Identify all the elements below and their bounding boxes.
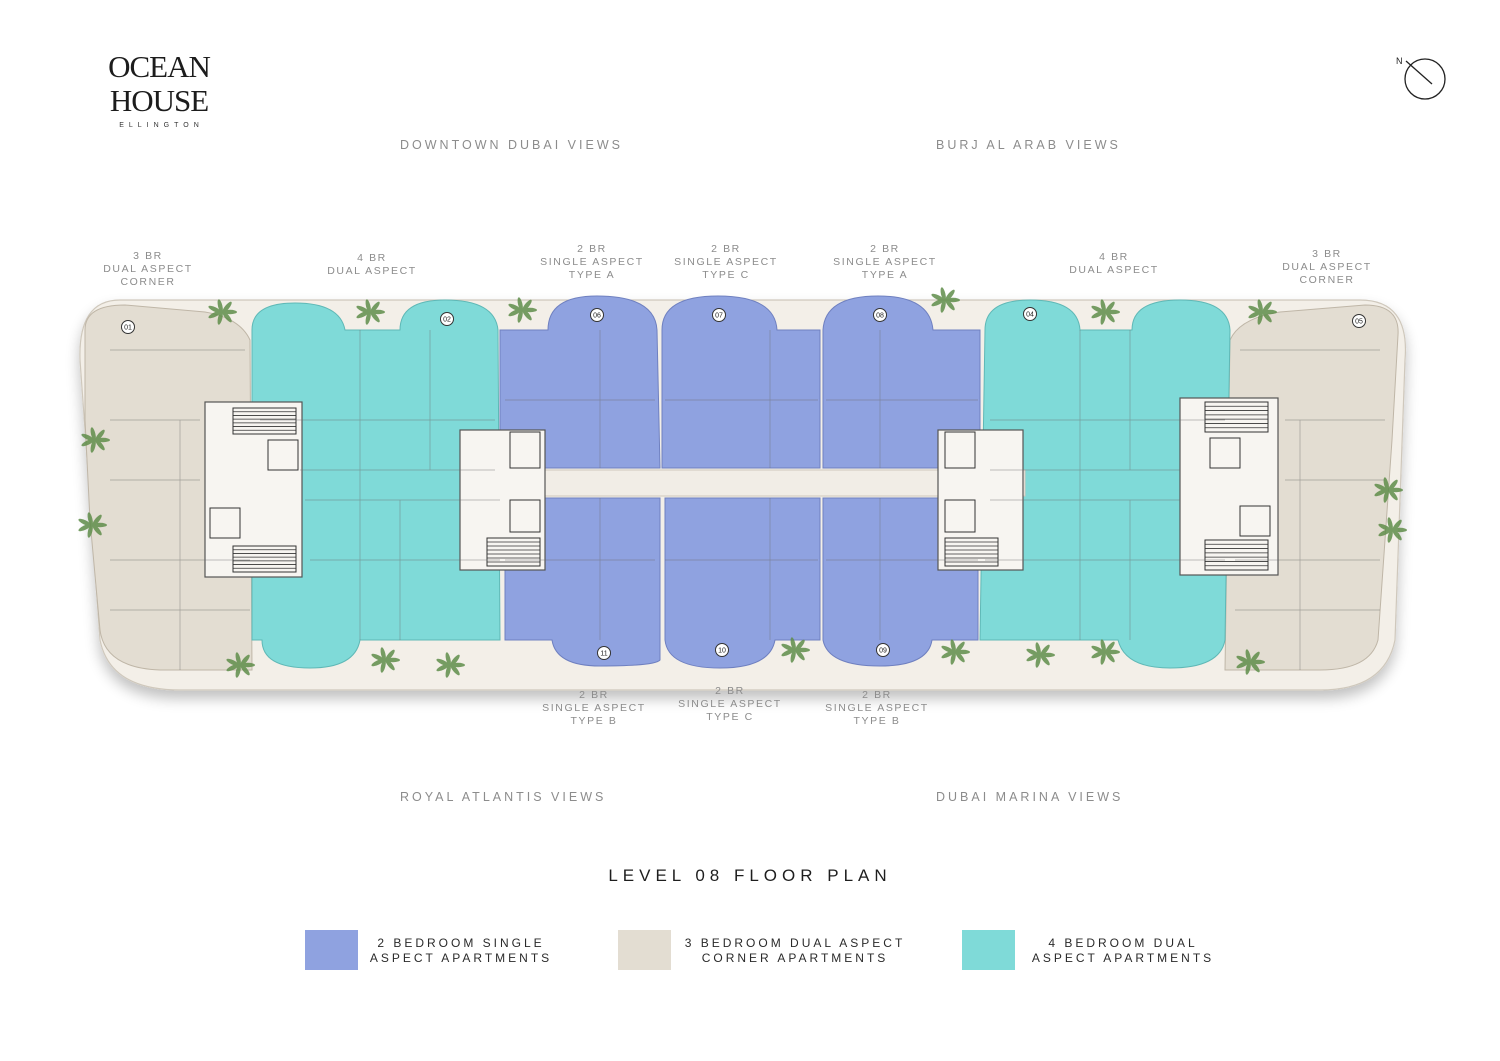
unit-number-05: 05 xyxy=(1355,319,1363,326)
plant-cluster xyxy=(208,299,237,325)
view-label-downtown: DOWNTOWN DUBAI VIEWS xyxy=(400,138,623,152)
plant-cluster xyxy=(1236,649,1265,675)
plant-cluster xyxy=(781,637,810,663)
stair-treads xyxy=(233,405,1268,569)
floor-plan: 01 02 06 07 08 04 05 11 10 09 xyxy=(78,287,1407,691)
unit-marker-02: 02 xyxy=(440,312,454,326)
plant-cluster xyxy=(1026,642,1055,668)
unit-marker-05: 05 xyxy=(1352,314,1366,328)
plant-cluster xyxy=(1248,299,1277,325)
floor-plan-title: LEVEL 08 FLOOR PLAN xyxy=(608,866,892,885)
unit-label-09: 2 BR SINGLE ASPECT TYPE B xyxy=(825,689,929,727)
lift-shafts xyxy=(209,431,1271,539)
view-label-burj-al-arab: BURJ AL ARAB VIEWS xyxy=(936,138,1121,152)
unit-number-markers: 01 02 06 07 08 04 05 11 10 09 xyxy=(121,307,1366,660)
unit-04-area xyxy=(979,299,1231,669)
unit-number-07: 07 xyxy=(715,313,723,320)
plant-cluster xyxy=(1091,299,1120,325)
unit-08-area xyxy=(822,295,981,469)
stairs-markings xyxy=(232,401,1269,573)
unit-marker-07: 07 xyxy=(712,308,726,322)
plant-cluster xyxy=(1374,477,1403,503)
plant-cluster xyxy=(371,647,400,673)
unit-06-area xyxy=(499,295,661,469)
unit-number-06: 06 xyxy=(593,313,601,320)
brand-logo: OCEAN HOUSE ELLINGTON xyxy=(56,49,262,130)
compass-north-label: N xyxy=(1396,56,1403,66)
unit-label-08: 2 BR SINGLE ASPECT TYPE A xyxy=(833,243,937,281)
north-compass-icon: N xyxy=(1396,56,1446,100)
unit-label-06: 2 BR SINGLE ASPECT TYPE A xyxy=(540,243,644,281)
unit-marker-08: 08 xyxy=(873,308,887,322)
legend-swatch-4br xyxy=(962,930,1015,970)
plant-cluster xyxy=(356,299,385,325)
unit-marker-04: 04 xyxy=(1023,307,1037,321)
plant-cluster xyxy=(1378,517,1407,543)
plant-cluster xyxy=(436,652,465,678)
unit-marker-11: 11 xyxy=(597,646,611,660)
unit-label-07: 2 BR SINGLE ASPECT TYPE C xyxy=(674,243,778,281)
landscape-planting xyxy=(78,287,1407,678)
unit-label-05: 3 BR DUAL ASPECT CORNER xyxy=(1282,248,1372,286)
legend-swatch-3br xyxy=(618,930,671,970)
unit-number-02: 02 xyxy=(443,317,451,324)
plant-cluster xyxy=(508,297,537,323)
unit-07-area xyxy=(661,295,821,469)
unit-marker-09: 09 xyxy=(876,643,890,657)
unit-number-11: 11 xyxy=(600,651,607,658)
unit-05-area xyxy=(1224,304,1399,671)
unit-label-01: 3 BR DUAL ASPECT CORNER xyxy=(103,250,193,288)
plant-cluster xyxy=(931,287,960,313)
legend-label-4br: 4 BEDROOM DUAL ASPECT APARTMENTS xyxy=(1031,936,1215,965)
legend-swatch-2br xyxy=(305,930,358,970)
interior-walls xyxy=(110,330,1385,670)
brand-subtitle: ELLINGTON xyxy=(119,122,204,129)
legend-label-3br: 3 BEDROOM DUAL ASPECT CORNER APARTMENTS xyxy=(684,936,906,965)
unit-01-area xyxy=(84,304,253,671)
unit-label-11: 2 BR SINGLE ASPECT TYPE B xyxy=(542,689,646,727)
view-label-royal-atlantis: ROYAL ATLANTIS VIEWS xyxy=(400,790,607,804)
unit-label-02: 4 BR DUAL ASPECT xyxy=(327,252,417,277)
unit-02-area xyxy=(251,299,501,669)
unit-marker-06: 06 xyxy=(590,308,604,322)
legend-label-2br: 2 BEDROOM SINGLE ASPECT APARTMENTS xyxy=(369,936,553,965)
unit-marker-10: 10 xyxy=(715,643,729,657)
view-label-dubai-marina: DUBAI MARINA VIEWS xyxy=(936,790,1124,804)
core-west xyxy=(204,401,303,578)
plant-cluster xyxy=(226,652,255,678)
plant-cluster xyxy=(941,639,970,665)
unit-number-09: 09 xyxy=(879,648,887,655)
unit-marker-01: 01 xyxy=(121,320,135,334)
unit-number-08: 08 xyxy=(876,313,884,320)
brand-name: OCEAN HOUSE xyxy=(108,49,211,118)
unit-label-04: 4 BR DUAL ASPECT xyxy=(1069,251,1159,276)
plant-cluster xyxy=(78,512,107,538)
plant-cluster xyxy=(81,427,110,453)
unit-label-10: 2 BR SINGLE ASPECT TYPE C xyxy=(678,685,782,723)
unit-number-10: 10 xyxy=(718,648,726,655)
plant-cluster xyxy=(1091,639,1120,665)
unit-10-area xyxy=(664,497,821,669)
unit-number-01: 01 xyxy=(124,325,132,332)
unit-number-04: 04 xyxy=(1026,312,1034,319)
